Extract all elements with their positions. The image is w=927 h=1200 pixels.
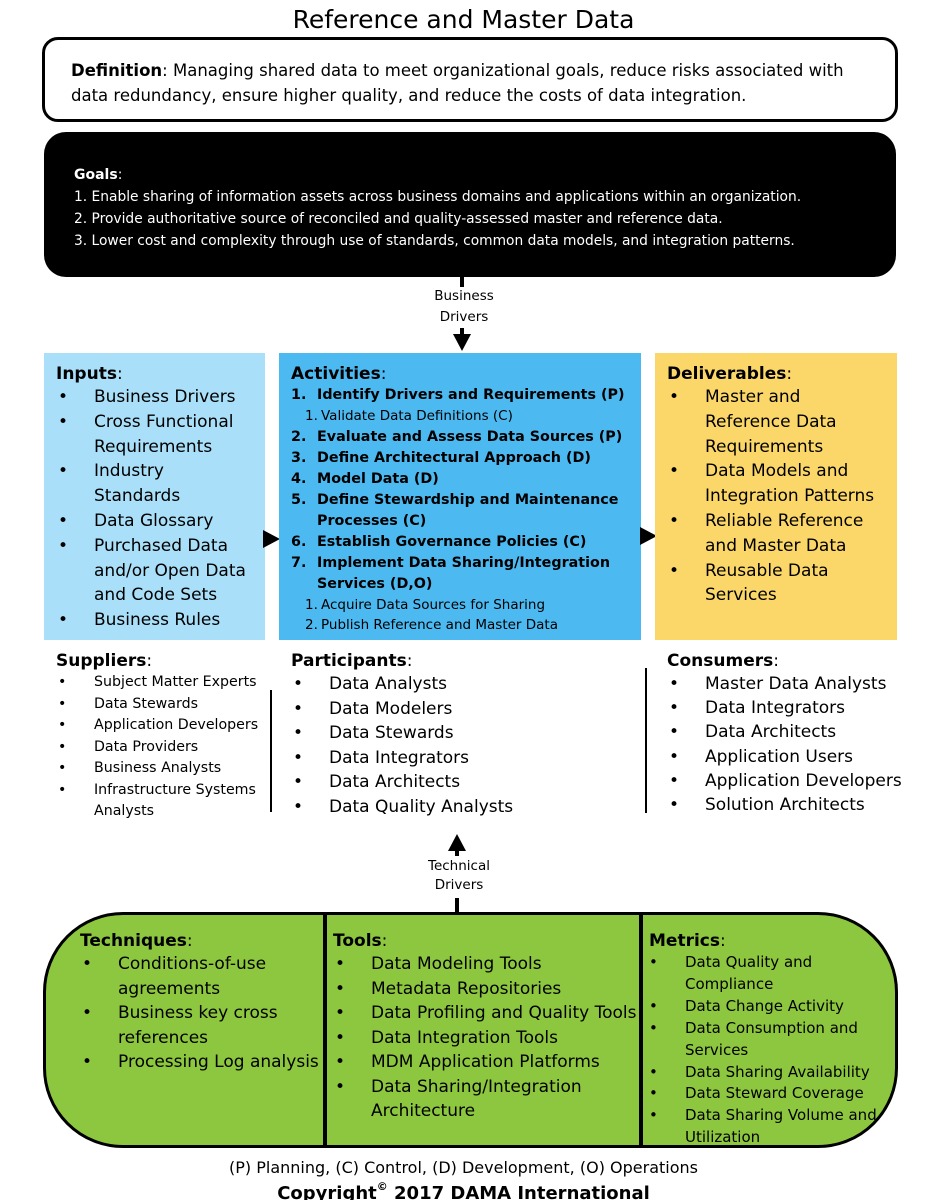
list-item: Master Data Analysts (667, 672, 907, 696)
list-item: Reusable Data Services (667, 559, 887, 609)
list-item: Infrastructure Systems Analysts (56, 780, 270, 823)
list-item: Data Glossary (56, 509, 255, 534)
definition-label: Definition (71, 61, 163, 80)
activity-item: 2.Evaluate and Assess Data Sources (P) (291, 428, 623, 445)
participants-title: Participants (291, 651, 407, 671)
list-item: Data Architects (291, 770, 631, 795)
list-item: Cross Functional Requirements (56, 410, 255, 460)
list-item: Data Sharing Volume and Utilization (649, 1105, 889, 1145)
activity-item: 1.Identify Drivers and Requirements (P) (291, 387, 625, 403)
list-item: Data Sharing/Integration Architecture (333, 1075, 653, 1124)
column-divider (645, 668, 647, 813)
list-item: Solution Architects (667, 793, 907, 817)
list-item: Processing Log analysis (80, 1050, 330, 1075)
list-item: Business Drivers (56, 385, 255, 410)
list-item: Data Modelers (291, 697, 631, 722)
tools-title: Tools (333, 931, 382, 951)
list-item: Master and Reference Data Requirements (667, 385, 887, 459)
business-drivers-label: Business Drivers (434, 288, 494, 325)
techniques-title: Techniques (80, 931, 187, 951)
list-item: Application Users (667, 745, 907, 769)
arrow-right-icon (263, 530, 280, 548)
list-item: Application Developers (667, 769, 907, 793)
activity-item: 7.Implement Data Sharing/Integration Ser… (291, 554, 611, 592)
list-item: Data Sharing Availability (649, 1062, 889, 1084)
techniques-tools-metrics-box: Techniques: Conditions-of-use agreements… (43, 912, 898, 1148)
list-item: Business Rules (56, 608, 255, 633)
list-item: Data Consumption and Services (649, 1018, 889, 1062)
list-item: Business Analysts (56, 758, 270, 780)
list-item: Data Steward Coverage (649, 1083, 889, 1105)
participants-section: Participants: Data Analysts Data Modeler… (291, 650, 631, 820)
legend: (P) Planning, (C) Control, (D) Developme… (229, 1158, 698, 1177)
list-item: Data Analysts (291, 672, 631, 697)
inputs-panel: Inputs: Business Drivers Cross Functiona… (44, 353, 265, 640)
list-item: Industry Standards (56, 459, 255, 509)
list-item: Business key cross references (80, 1001, 330, 1050)
list-item: Data Quality and Compliance (649, 952, 889, 996)
business-drivers-connector (460, 328, 464, 338)
goal-item: 3. Lower cost and complexity through use… (74, 233, 795, 249)
arrow-down-icon (453, 334, 471, 351)
arrow-right-icon (640, 527, 657, 545)
list-item: Data Architects (667, 720, 907, 744)
definition-box: Definition: Managing shared data to meet… (42, 37, 898, 122)
arrow-up-icon (448, 834, 466, 851)
definition-text: Managing shared data to meet organizatio… (71, 61, 844, 105)
activity-subitem: 1.Validate Data Definitions (C) (305, 408, 513, 424)
suppliers-title: Suppliers (56, 651, 147, 671)
technical-drivers-label: Technical Drivers (428, 858, 490, 893)
column-divider (270, 690, 272, 812)
techniques-section: Techniques: Conditions-of-use agreements… (80, 930, 330, 1075)
deliverables-title: Deliverables (667, 364, 787, 384)
technical-drivers-connector (455, 848, 459, 856)
goal-item: 2. Provide authoritative source of recon… (74, 211, 723, 227)
list-item: Conditions-of-use agreements (80, 952, 330, 1001)
activity-subitem: 1.Acquire Data Sources for Sharing (305, 596, 546, 613)
list-item: Data Change Activity (649, 996, 889, 1018)
goals-box: Goals: 1. Enable sharing of information … (44, 132, 896, 277)
list-item: Data Integrators (667, 696, 907, 720)
metrics-section: Metrics: Data Quality and Compliance Dat… (649, 930, 889, 1145)
activities-panel: Activities: 1.Identify Drivers and Requi… (279, 353, 641, 640)
list-item: Data Integration Tools (333, 1026, 653, 1051)
tools-section: Tools: Data Modeling Tools Metadata Repo… (333, 930, 653, 1124)
list-item: Data Stewards (291, 721, 631, 746)
consumers-title: Consumers (667, 651, 774, 671)
business-drivers-connector (460, 277, 464, 287)
consumers-section: Consumers: Master Data Analysts Data Int… (667, 650, 907, 817)
list-item: Data Providers (56, 737, 270, 759)
activity-subitem: 2.Publish Reference and Master Data (305, 617, 559, 633)
page-title: Reference and Master Data (292, 5, 635, 34)
list-item: Data Integrators (291, 746, 631, 771)
activity-item: 3.Define Architectural Approach (D) (291, 449, 591, 466)
activities-title: Activities (291, 364, 381, 384)
list-item: MDM Application Platforms (333, 1050, 653, 1075)
list-item: Subject Matter Experts (56, 672, 270, 694)
metrics-title: Metrics (649, 931, 720, 951)
activity-item: 4.Model Data (D) (291, 470, 439, 487)
list-item: Metadata Repositories (333, 977, 653, 1002)
deliverables-panel: Deliverables: Master and Reference Data … (655, 353, 897, 640)
list-item: Data Models and Integration Patterns (667, 459, 887, 509)
list-item: Data Modeling Tools (333, 952, 653, 977)
list-item: Reliable Reference and Master Data (667, 509, 887, 559)
list-item: Purchased Data and/or Open Data and Code… (56, 534, 255, 608)
goals-label: Goals (74, 167, 118, 183)
list-item: Data Quality Analysts (291, 795, 631, 820)
list-item: Application Developers (56, 715, 270, 737)
list-item: Data Stewards (56, 694, 270, 716)
activity-item: 5.Define Stewardship and Maintenance Pro… (291, 491, 619, 529)
activity-item: 6.Establish Governance Policies (C) (291, 533, 587, 550)
inputs-title: Inputs (56, 364, 117, 384)
copyright: Copyright© 2017 DAMA International (277, 1180, 650, 1200)
suppliers-section: Suppliers: Subject Matter Experts Data S… (56, 650, 270, 823)
goal-item: 1. Enable sharing of information assets … (74, 189, 802, 205)
technical-drivers-connector (455, 898, 459, 912)
list-item: Data Profiling and Quality Tools (333, 1001, 653, 1026)
